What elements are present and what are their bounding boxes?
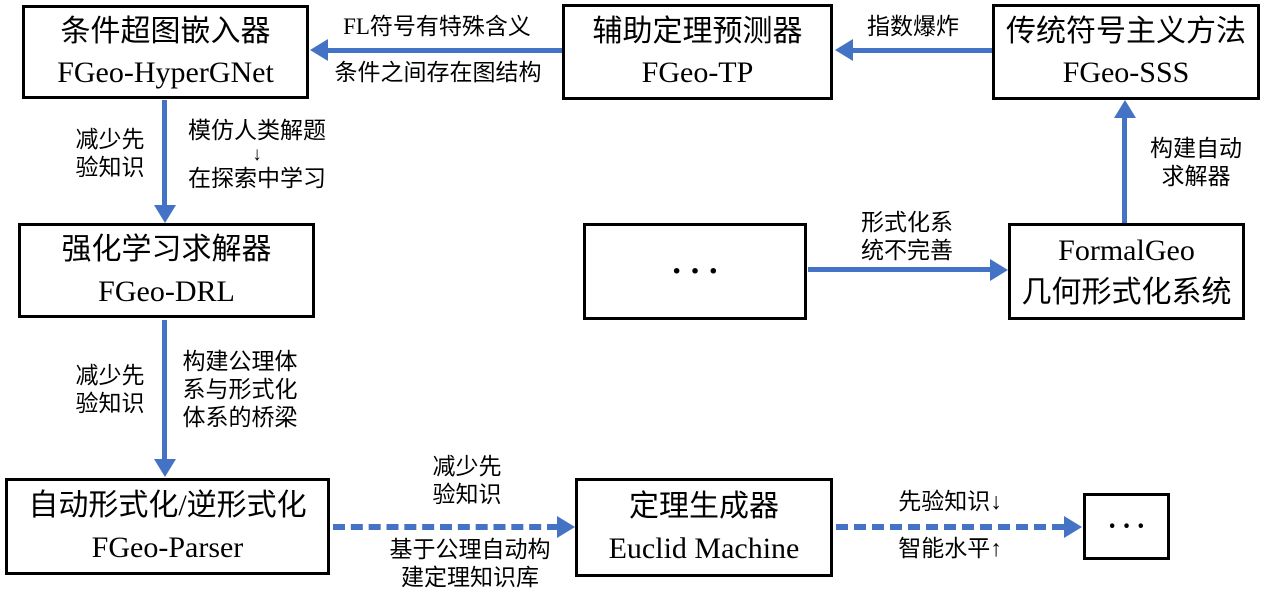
label-axiom-kb: 基于公理自动构 建定理知识库: [390, 536, 551, 592]
box-drl: 强化学习求解器 FGeo-DRL: [18, 223, 315, 318]
box-tp-subtitle: FGeo-TP: [641, 56, 754, 89]
box-hypergnet-title: 条件超图嵌入器: [60, 14, 271, 48]
arrow-parser-to-euclid-head-icon: [557, 516, 575, 538]
box-end-ellipsis: ···: [1083, 493, 1170, 560]
label-formal-incomplete-line1: 形式化系: [861, 209, 953, 235]
arrow-drl-to-parser-shaft: [162, 320, 167, 461]
box-formalgeo: FormalGeo 几何形式化系统: [1008, 223, 1245, 320]
arrow-euclid-to-end-head-icon: [1064, 516, 1082, 538]
box-mid-ellipsis-text: ···: [670, 252, 727, 290]
arrow-euclid-to-end-shaft: [836, 524, 1064, 530]
box-drl-title: 强化学习求解器: [61, 233, 272, 267]
label-graph-structure: 条件之间存在图结构: [334, 59, 542, 85]
label-reduce-prior-1: 减少先 验知识: [76, 126, 145, 182]
arrow-formalgeo-to-sss-head-icon: [1114, 100, 1136, 118]
box-sss: 传统符号主义方法 FGeo-SSS: [992, 4, 1260, 100]
box-parser-title: 自动形式化/逆形式化: [28, 489, 307, 523]
label-bridge-line1: 构建公理体: [182, 348, 298, 374]
label-bridge-line3: 体系的桥梁: [182, 405, 298, 431]
arrow-ellipsis-to-formalgeo-head-icon: [990, 259, 1008, 281]
label-reduce-prior-2-line1: 减少先: [75, 362, 145, 388]
label-reduce-prior-3-line2: 验知识: [432, 482, 502, 507]
label-build-solver-line2: 求解器: [1161, 164, 1231, 189]
label-imitate-line2: 在探索中学习: [188, 165, 326, 191]
box-hypergnet: 条件超图嵌入器 FGeo-HyperGNet: [22, 5, 309, 99]
arrow-drl-to-parser-head-icon: [154, 459, 176, 477]
box-sss-subtitle: FGeo-SSS: [1062, 56, 1190, 89]
arrow-tp-to-hypergnet-head-icon: [310, 39, 328, 61]
box-mid-ellipsis: ···: [583, 223, 807, 320]
arrow-formalgeo-to-sss-shaft: [1122, 117, 1127, 223]
label-imitate-line1: 模仿人类解题: [188, 117, 326, 143]
box-tp: 辅助定理预测器 FGeo-TP: [562, 4, 833, 100]
box-parser: 自动形式化/逆形式化 FGeo-Parser: [5, 478, 330, 575]
label-axiom-kb-line1: 基于公理自动构: [389, 536, 551, 562]
label-build-solver-line1: 构建自动: [1150, 135, 1242, 161]
label-reduce-prior-2-line2: 验知识: [75, 391, 145, 416]
box-sss-title: 传统符号主义方法: [1006, 14, 1246, 48]
label-exp-explosion: 指数爆炸: [867, 13, 959, 39]
arrow-tp-to-hypergnet-shaft: [326, 48, 562, 53]
arrow-hypergnet-to-drl-shaft: [162, 100, 167, 207]
arrow-ellipsis-to-formalgeo-shaft: [808, 267, 991, 272]
box-end-ellipsis-text: ···: [1107, 510, 1151, 542]
box-tp-title: 辅助定理预测器: [592, 14, 803, 48]
box-hypergnet-subtitle: FGeo-HyperGNet: [57, 56, 274, 89]
box-formalgeo-subtitle: 几何形式化系统: [1021, 275, 1232, 309]
arrow-hypergnet-to-drl-head-icon: [154, 205, 176, 223]
box-euclid-title: 定理生成器: [629, 490, 779, 524]
label-build-solver: 构建自动 求解器: [1150, 135, 1242, 191]
label-axiom-kb-line2: 建定理知识库: [401, 565, 539, 590]
label-bridge-line2: 系与形式化: [182, 376, 298, 402]
box-parser-subtitle: FGeo-Parser: [91, 530, 244, 564]
arrow-parser-to-euclid-shaft: [333, 524, 559, 530]
label-bridge: 构建公理体 系与形式化 体系的桥梁: [183, 348, 298, 432]
arrow-sss-to-tp-shaft: [850, 48, 992, 53]
label-fl-meaning: FL符号有特殊含义: [343, 13, 531, 39]
label-formal-incomplete: 形式化系 统不完善: [861, 209, 953, 265]
label-reduce-prior-1-line2: 验知识: [75, 155, 145, 180]
box-formalgeo-title: FormalGeo: [1058, 234, 1195, 268]
label-imitate-explore: 模仿人类解题 ↓ 在探索中学习: [188, 117, 326, 193]
label-reduce-prior-1-line1: 减少先: [75, 126, 145, 152]
arrow-sss-to-tp-head-icon: [835, 39, 853, 61]
small-down-arrow-icon: ↓: [252, 144, 262, 166]
box-drl-subtitle: FGeo-DRL: [98, 274, 235, 308]
label-prior-down: 先验知识↓: [898, 488, 1002, 514]
label-intel-up: 智能水平↑: [898, 535, 1002, 561]
label-reduce-prior-2: 减少先 验知识: [76, 362, 145, 418]
box-euclid-subtitle: Euclid Machine: [608, 531, 800, 565]
label-reduce-prior-3-line1: 减少先: [432, 453, 502, 479]
label-formal-incomplete-line2: 统不完善: [861, 238, 953, 263]
box-euclid: 定理生成器 Euclid Machine: [575, 478, 833, 577]
label-reduce-prior-3: 减少先 验知识: [433, 453, 502, 509]
